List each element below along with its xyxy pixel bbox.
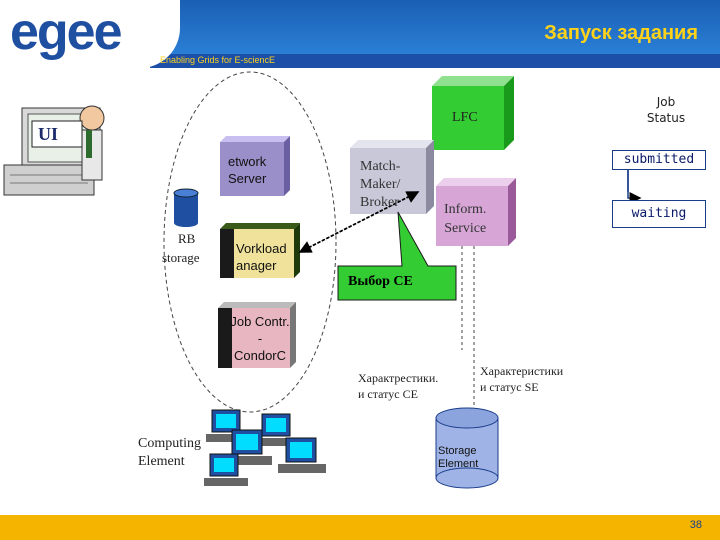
select-ce-callout — [337, 211, 457, 301]
inform-service-label: Inform. Service — [444, 202, 487, 236]
rb-storage-cylinder — [173, 188, 199, 227]
job-control-label: Job Contr. - CondorC — [230, 314, 290, 363]
workload-manager-box — [220, 223, 300, 278]
network-server-label: etwork Server — [228, 154, 267, 186]
job-status-heading: Job Status — [646, 95, 686, 125]
job-control-box — [218, 302, 296, 368]
sub-band — [150, 54, 720, 68]
storage-element-cylinder — [435, 407, 499, 489]
resource-broker-boundary — [163, 71, 337, 413]
ui-user-figure — [3, 105, 105, 196]
computing-element-label: Computing Element — [138, 436, 202, 469]
page-number: 38 — [689, 519, 702, 531]
status-transition-arrow — [627, 168, 642, 204]
network-server-box — [220, 136, 290, 196]
storage-element-label: Storage Element — [438, 445, 479, 470]
se-status-label: Характеристики и статус SE — [480, 364, 564, 394]
inform-service-box — [436, 178, 516, 246]
status-waiting: waiting — [612, 200, 706, 228]
footer-bar — [0, 515, 720, 540]
ui-label-box — [31, 120, 83, 148]
workload-manager-label: Vorkload anager — [236, 241, 287, 273]
page-title: Запуск задания — [544, 22, 698, 44]
egee-logo: egee — [10, 3, 123, 61]
matchmaker-box — [350, 140, 434, 214]
status-submitted: submitted — [612, 150, 706, 170]
computing-element-cluster — [204, 409, 326, 486]
rb-storage-label-2: storage — [162, 250, 200, 265]
tagline: Enabling Grids for E-sciencE — [160, 55, 276, 65]
matchmaker-to-wm-arrow — [298, 191, 419, 253]
matchmaker-label: Match- Maker/ Broker — [360, 159, 401, 210]
ui-label: UI — [38, 124, 59, 144]
select-ce-label: Выбор СЕ — [348, 274, 413, 289]
logo-area — [0, 0, 180, 68]
ce-status-label: Характрестики. и статус СЕ — [358, 371, 439, 401]
header-band — [150, 0, 720, 54]
job-submission-diagram — [3, 71, 642, 489]
lfc-box — [432, 76, 514, 150]
lfc-label: LFC — [452, 110, 478, 125]
rb-storage-label-1: RB — [178, 231, 196, 246]
